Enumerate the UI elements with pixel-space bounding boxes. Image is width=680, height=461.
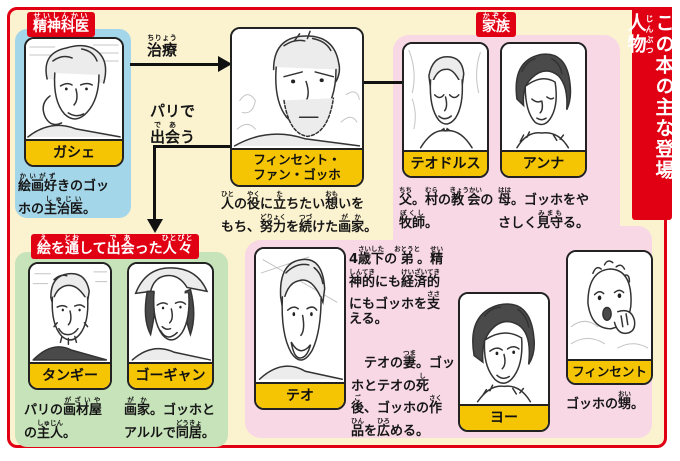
theo-portrait: [256, 249, 344, 382]
gachet-card: ガシェ: [24, 37, 124, 167]
anna-card: アンナ: [500, 42, 587, 178]
vincent-portrait-illustration: [232, 29, 362, 148]
gachet-portrait: [26, 39, 122, 139]
treatment-label: 治療ちりょう: [147, 34, 178, 59]
baby-vincent-portrait-illustration: [568, 252, 651, 359]
gauguin-description: 画家がか。ゴッホと アルルで同居どうきょ。: [124, 396, 216, 441]
tanguy-name: タンギー: [30, 361, 110, 388]
tanguy-portrait-illustration: [30, 264, 110, 362]
vincent-card: フィンセント・ ファン・ゴッホ: [230, 27, 364, 187]
treatment-connector-line: [130, 63, 220, 66]
theo-name: テオ: [256, 381, 344, 408]
anna-description: 母はは。ゴッホをや さしく見守みまもる。: [498, 186, 590, 231]
theodorus-card: テオドルス: [402, 42, 489, 178]
paris-connector-horizontal: [153, 145, 232, 148]
gauguin-portrait-illustration: [129, 264, 212, 362]
gauguin-portrait: [129, 264, 212, 362]
baby-vincent-card: フィンセント: [566, 250, 653, 385]
theodorus-portrait: [404, 44, 487, 150]
page-title-banner: この本ほんの主おもな登場とうじょう人物じんぶつ: [625, 7, 680, 220]
theodorus-name: テオドルス: [404, 149, 487, 176]
theo-description: 4歳下さいしたの弟おとうと。精せい 神的しんてきにも経済的けいざいてき にもゴッ…: [349, 245, 444, 327]
gachet-portrait-illustration: [26, 39, 122, 139]
vincent-name: フィンセント・ ファン・ゴッホ: [232, 148, 362, 185]
tanguy-description: パリの画材屋がざいや の主人しゅじん。: [24, 396, 103, 441]
gachet-description: 絵画好かいがずきのゴッ ホの主治医しゅじい。: [18, 172, 110, 217]
baby-vincent-name: フィンセント: [568, 358, 651, 383]
gachet-name: ガシェ: [26, 138, 122, 165]
treatment-arrowhead-icon: [218, 56, 232, 72]
tanguy-card: タンギー: [28, 262, 112, 390]
theo-portrait-illustration: [256, 249, 344, 382]
tanguy-portrait: [30, 264, 110, 362]
vincent-description: 人ひとの役やくに立たちたい想おもいを もち、努力どりょくを続つづけた画家がか。: [221, 190, 378, 235]
jo-portrait: [460, 294, 548, 404]
page-title: この本ほんの主おもな登場とうじょう人物じんぶつ: [624, 13, 680, 181]
paris-connector-vertical: [153, 145, 156, 221]
baby-vincent-description: ゴッホの甥おい。: [566, 390, 645, 412]
jo-portrait-illustration: [460, 294, 548, 404]
theo-card: テオ: [254, 247, 346, 410]
jo-card: ヨー: [458, 292, 550, 432]
jo-description: テオの妻つま。ゴッ ホとテオの死し 後ご、ゴッホの作さく 品ひんを広ひろめる。: [351, 349, 456, 439]
theodorus-portrait-illustration: [404, 44, 487, 150]
baby-vincent-portrait: [568, 252, 651, 359]
anna-portrait-illustration: [502, 44, 585, 150]
anna-portrait: [502, 44, 585, 150]
art-friends-label: 絵えを通とおして出会であった人々ひとびと: [31, 234, 200, 259]
theodorus-description: 父ちち。村むらの教会きょうかいの 牧師ぼくし。: [399, 186, 494, 231]
gauguin-card: ゴーギャン: [127, 262, 214, 390]
family-label: 家族かぞく: [476, 12, 516, 37]
gauguin-name: ゴーギャン: [129, 361, 212, 388]
psychiatrist-label: 精神科医せいしんかい: [27, 12, 95, 37]
jo-name: ヨー: [460, 403, 548, 430]
vincent-portrait: [232, 29, 362, 149]
anna-name: アンナ: [502, 149, 585, 176]
vincent-family-connector-line: [362, 81, 404, 84]
paris-arrowhead-icon: [147, 219, 163, 233]
paris-meeting-label: パリで 出会であう: [150, 102, 196, 146]
